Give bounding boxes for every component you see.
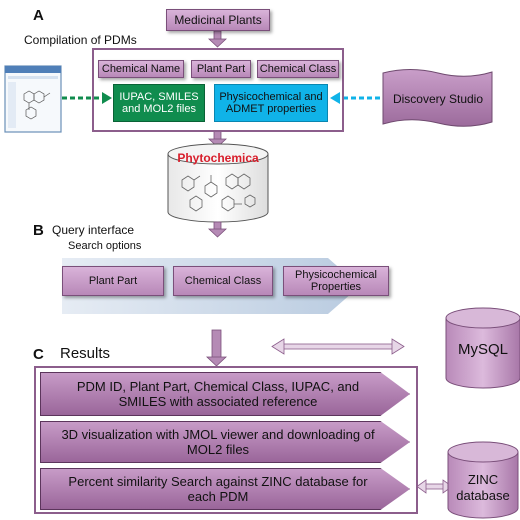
result-row-similarity-search: Percent similarity Search against ZINC d… [40, 468, 410, 510]
properties-box: Physicochemical and ADMET properties [214, 84, 328, 122]
result-row-visualization: 3D visualization with JMOL viewer and do… [40, 421, 410, 463]
section-c-letter: C [33, 346, 44, 363]
software-screenshot-thumbnail [4, 65, 62, 133]
compilation-frame [92, 48, 344, 132]
chemical-class-box: Chemical Class [257, 60, 339, 78]
dashed-arrow-green [62, 92, 112, 104]
mysql-label: MySQL [457, 340, 508, 358]
files-box: IUPAC, SMILES and MOL2 files [113, 84, 205, 122]
discovery-studio-label: Discovery Studio [392, 92, 484, 106]
section-b-letter: B [33, 222, 44, 239]
chemical-name-box: Chemical Name [98, 60, 184, 78]
double-arrow-mysql [271, 338, 405, 355]
option-physicochemical-properties[interactable]: Physicochemical Properties [283, 266, 389, 296]
section-a-letter: A [33, 7, 44, 24]
search-options-label: Search options [68, 240, 142, 252]
medicinal-plants-box: Medicinal Plants [166, 9, 270, 31]
plant-part-box: Plant Part [191, 60, 251, 78]
arrow-frame-to-db [207, 130, 228, 148]
molecule-structures-icon [181, 173, 256, 212]
section-c-label: Results [60, 345, 111, 362]
results-frame [34, 366, 418, 514]
section-b-label: Query interface [52, 223, 135, 237]
option-chemical-class[interactable]: Chemical Class [173, 266, 273, 296]
option-plant-part[interactable]: Plant Part [62, 266, 164, 296]
result-row-pdm-info: PDM ID, Plant Part, Chemical Class, IUPA… [40, 372, 410, 416]
arrow-plants-to-frame [207, 30, 228, 48]
mysql-database-icon [445, 307, 520, 389]
phytochemica-title: Phytochemica [177, 151, 259, 165]
double-arrow-zinc [416, 479, 453, 494]
zinc-label: ZINC database [456, 472, 510, 503]
dashed-arrow-cyan [330, 92, 380, 104]
phytochemica-database-icon [167, 143, 269, 223]
discovery-studio-banner [382, 69, 493, 127]
section-a-label: Compilation of PDMs [24, 33, 137, 47]
arrow-db-to-query [207, 221, 228, 238]
arrow-query-to-results [205, 329, 228, 367]
zinc-database-icon [447, 441, 519, 519]
